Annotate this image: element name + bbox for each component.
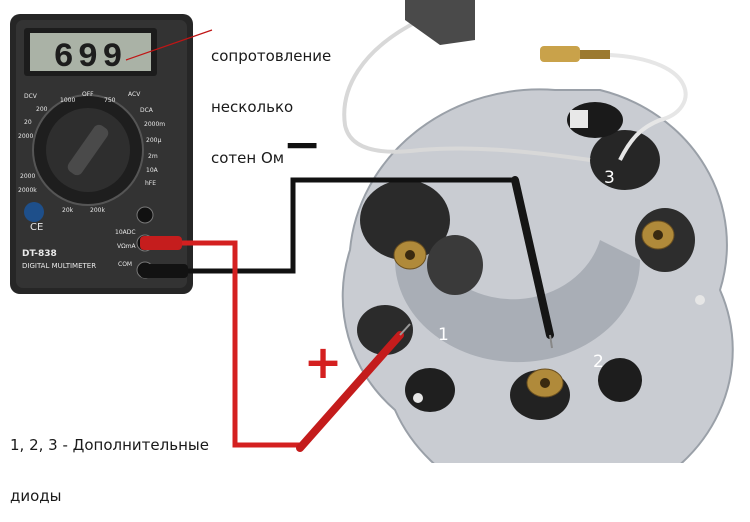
black-lead-wire bbox=[188, 177, 515, 274]
wire-connector bbox=[405, 0, 475, 45]
dial-label: VΩmA bbox=[117, 243, 137, 250]
lcd-reading: 699 bbox=[53, 39, 126, 77]
dial-number: 2000k bbox=[18, 187, 37, 194]
lcd-screen bbox=[30, 33, 151, 71]
legend-line: диоды bbox=[10, 487, 62, 505]
dial-number: 10A bbox=[146, 167, 159, 174]
red-probe bbox=[296, 331, 404, 452]
brand-label: DIGITAL MULTIMETER bbox=[22, 262, 96, 270]
dial-label: DCA bbox=[140, 107, 154, 114]
diode-legend: 1, 2, 3 - Дополнительные диоды bbox=[10, 403, 209, 522]
annotation-pointer bbox=[125, 29, 213, 61]
dial-number: 2000m bbox=[144, 121, 165, 128]
minus-sign: − bbox=[283, 117, 322, 171]
diode-label-1: 1 bbox=[438, 325, 449, 345]
dial-number: 2000 bbox=[20, 173, 35, 180]
diode-label-2: 2 bbox=[593, 352, 604, 372]
black-plug bbox=[140, 264, 188, 278]
photo-scene: 699 DCV OFF ACV DCA hFE CE COM VΩmA 10AD… bbox=[10, 0, 734, 463]
dial-number: 1000 bbox=[60, 97, 75, 104]
annotation-line: сопротовление bbox=[211, 47, 332, 65]
dial-number: 2000 bbox=[18, 133, 33, 140]
annotation-line: сотен Ом bbox=[211, 149, 285, 167]
transistor-socket bbox=[24, 202, 44, 222]
dial-label: hFE bbox=[145, 180, 156, 187]
dial-number: 200 bbox=[36, 106, 48, 113]
grey-wire bbox=[342, 18, 591, 162]
multimeter: 699 DCV OFF ACV DCA hFE CE COM VΩmA 10AD… bbox=[10, 14, 193, 294]
dial-label: CE bbox=[30, 222, 43, 233]
dial-number: 2m bbox=[148, 153, 158, 160]
dial-number: 20k bbox=[62, 207, 74, 214]
dial-number: 20 bbox=[24, 119, 32, 126]
dial-label: ACV bbox=[128, 91, 141, 98]
red-plug bbox=[140, 236, 182, 250]
dial-number: 200k bbox=[90, 207, 105, 214]
diode-label-3: 3 bbox=[604, 168, 615, 188]
dial-label: OFF bbox=[82, 91, 94, 98]
legend-line: 1, 2, 3 - Дополнительные bbox=[10, 436, 209, 454]
brass-lug bbox=[540, 46, 580, 62]
red-lead-wire bbox=[182, 240, 305, 448]
white-wire bbox=[609, 53, 688, 161]
dial-label: DCV bbox=[24, 93, 38, 100]
rotary-knob[interactable] bbox=[65, 122, 110, 177]
model-label: DT-838 bbox=[22, 249, 57, 259]
resistance-annotation: сопротовление несколько сотен Ом bbox=[211, 14, 361, 184]
dial-label: COM bbox=[118, 261, 132, 268]
dial-label: 10ADC bbox=[115, 229, 136, 236]
dial-number: 750 bbox=[104, 97, 116, 104]
jack-10a[interactable] bbox=[136, 206, 154, 224]
plus-sign: + bbox=[304, 335, 343, 389]
black-probe bbox=[511, 176, 554, 339]
dial-number: 200μ bbox=[146, 137, 161, 144]
annotation-line: несколько bbox=[211, 98, 294, 116]
